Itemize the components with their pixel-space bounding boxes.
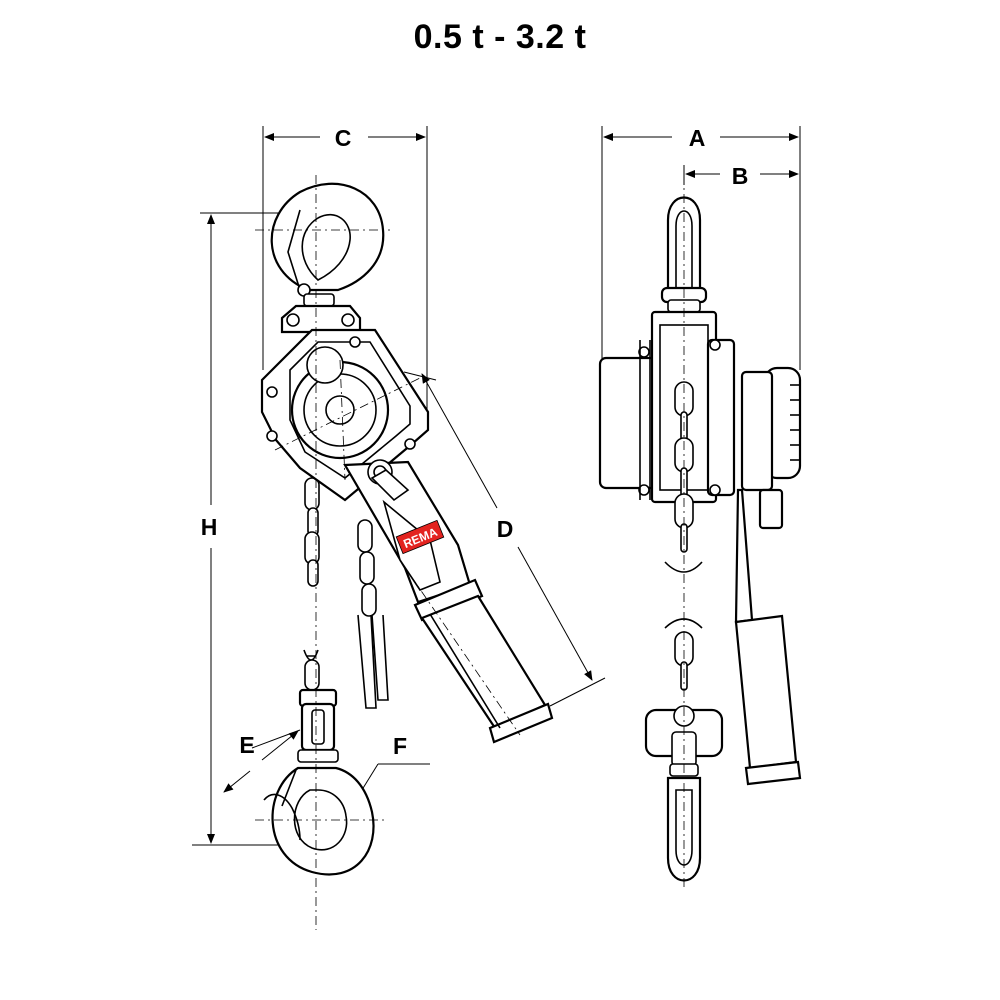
dimension-lines: C A B H D: [192, 125, 801, 846]
dimension-label-c: C: [335, 125, 352, 151]
lever-handle: REMA: [343, 459, 554, 744]
dimension-label-e: E: [239, 732, 254, 758]
housing-front: [598, 310, 736, 504]
dimension-a: A: [601, 125, 801, 370]
bottom-hook-block: [297, 688, 339, 763]
center-lines-side: [255, 175, 521, 930]
lever-front: [734, 366, 802, 786]
dimension-c: C: [262, 125, 428, 415]
dimension-label-d: D: [497, 516, 514, 542]
bottom-hook: [263, 766, 375, 876]
dimension-h: H: [192, 212, 290, 846]
hand-chain: [357, 519, 389, 709]
hoist-front-view: [598, 175, 802, 890]
page-title: 0.5 t - 3.2 t: [413, 18, 587, 56]
load-chain: [303, 477, 320, 691]
load-chain-front: [664, 381, 703, 691]
hoist-side-view: REMA: [255, 175, 554, 930]
dimension-label-a: A: [689, 125, 706, 151]
dimension-d: D: [403, 371, 606, 707]
dimension-label-f: F: [393, 733, 407, 759]
dimension-label-h: H: [201, 514, 218, 540]
dimension-label-b: B: [732, 163, 749, 189]
dimension-b: B: [683, 163, 799, 189]
dimension-e: E: [223, 729, 301, 793]
top-hook: [270, 182, 385, 307]
ratchet-teeth: [790, 384, 800, 461]
